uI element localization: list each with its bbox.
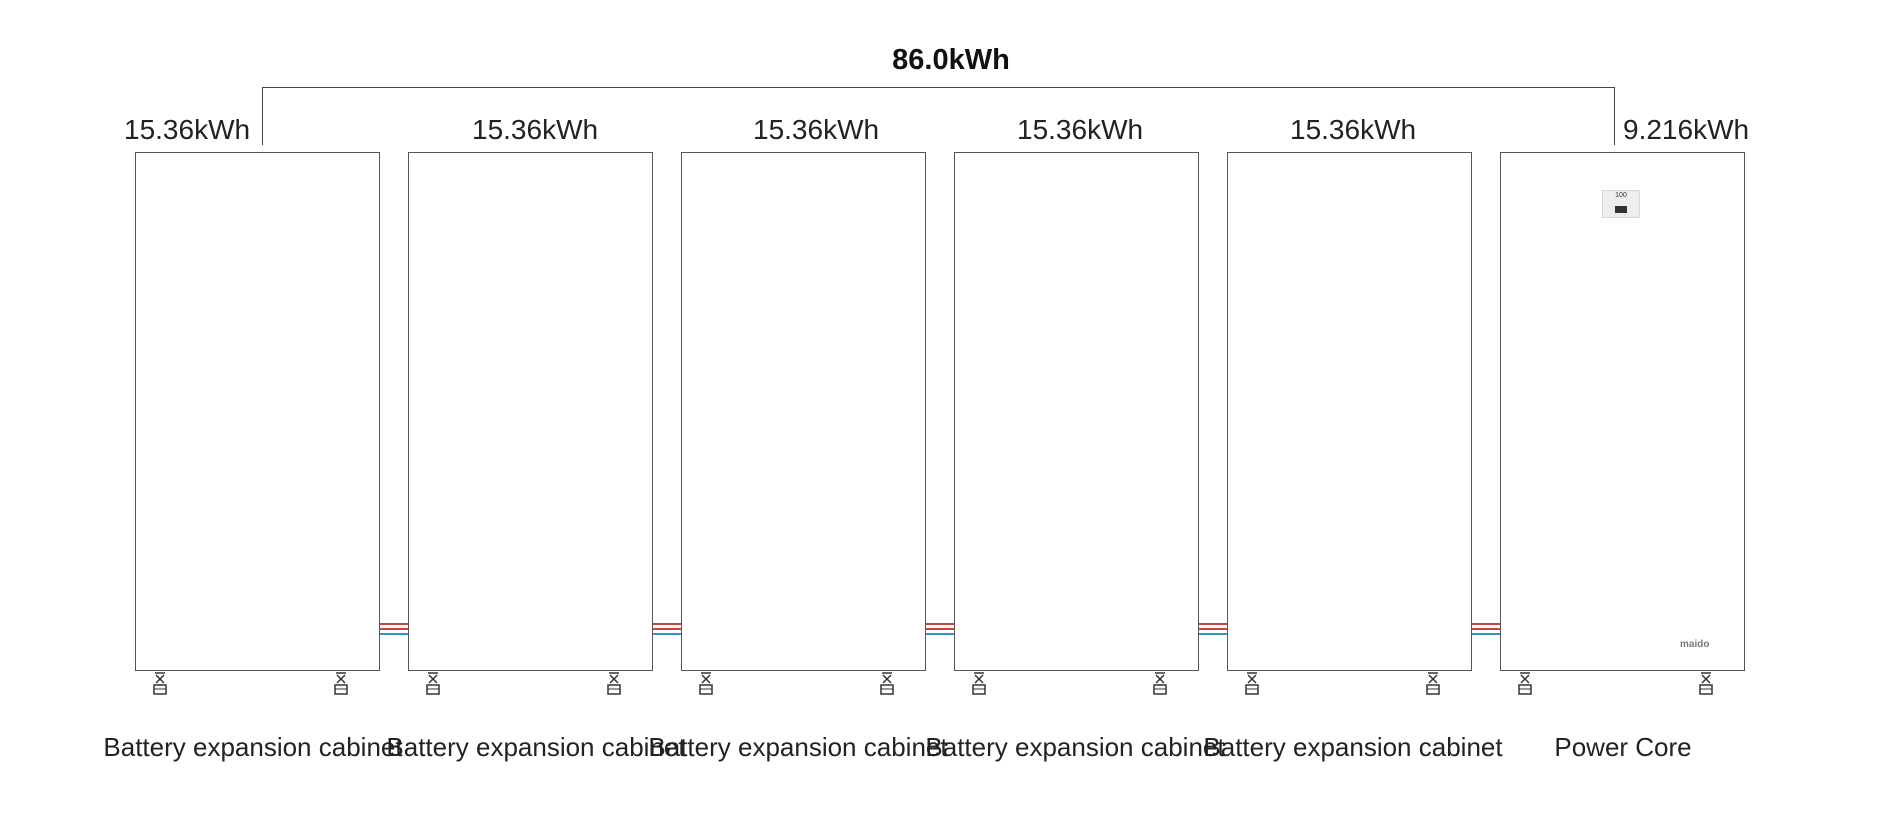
foot-icon <box>426 672 440 695</box>
cabinet-label: Battery expansion cabinet <box>648 732 948 762</box>
cabinet-label: Battery expansion cabinet <box>103 732 403 762</box>
power-core-cabinet <box>1500 152 1745 671</box>
capacity-label: 15.36kWh <box>1290 114 1417 145</box>
total-capacity: 86.0kWh <box>892 44 1010 76</box>
cabinet-label: Power Core <box>1554 732 1692 762</box>
total-bracket-left <box>262 87 263 145</box>
cabinet-label: Battery expansion cabinet <box>386 732 686 762</box>
battery-cabinet <box>954 152 1199 671</box>
display-value: 100 <box>1615 192 1627 199</box>
battery-cabinet <box>681 152 926 671</box>
foot-icon <box>880 672 894 695</box>
capacity-label: 9.216kWh <box>1623 114 1750 145</box>
cable-connector <box>1472 623 1500 639</box>
foot-icon <box>334 672 348 695</box>
cable-connector <box>1199 623 1227 639</box>
foot-icon <box>1518 672 1532 695</box>
foot-icon <box>153 672 167 695</box>
capacity-label: 15.36kWh <box>1017 114 1144 145</box>
cable-connector <box>653 623 681 639</box>
foot-icon <box>699 672 713 695</box>
foot-icon <box>972 672 986 695</box>
cable-connector <box>380 623 408 639</box>
display-indicator <box>1615 206 1627 213</box>
total-bracket-top <box>262 87 1614 88</box>
power-core-display: 100 <box>1602 190 1640 218</box>
capacity-label: 15.36kWh <box>472 114 599 145</box>
foot-icon <box>1153 672 1167 695</box>
cable-connector <box>926 623 954 639</box>
cabinet-label: Battery expansion cabinet <box>925 732 1225 762</box>
foot-icon <box>1699 672 1713 695</box>
brand-logo: maido <box>1680 639 1710 650</box>
foot-icon <box>1426 672 1440 695</box>
battery-cabinet <box>1227 152 1472 671</box>
foot-icon <box>1245 672 1259 695</box>
battery-cabinet <box>408 152 653 671</box>
capacity-label: 15.36kWh <box>753 114 880 145</box>
foot-icon <box>607 672 621 695</box>
total-bracket-right <box>1614 87 1615 145</box>
battery-cabinet <box>135 152 380 671</box>
cabinet-label: Battery expansion cabinet <box>1203 732 1503 762</box>
capacity-label: 15.36kWh <box>124 114 251 145</box>
